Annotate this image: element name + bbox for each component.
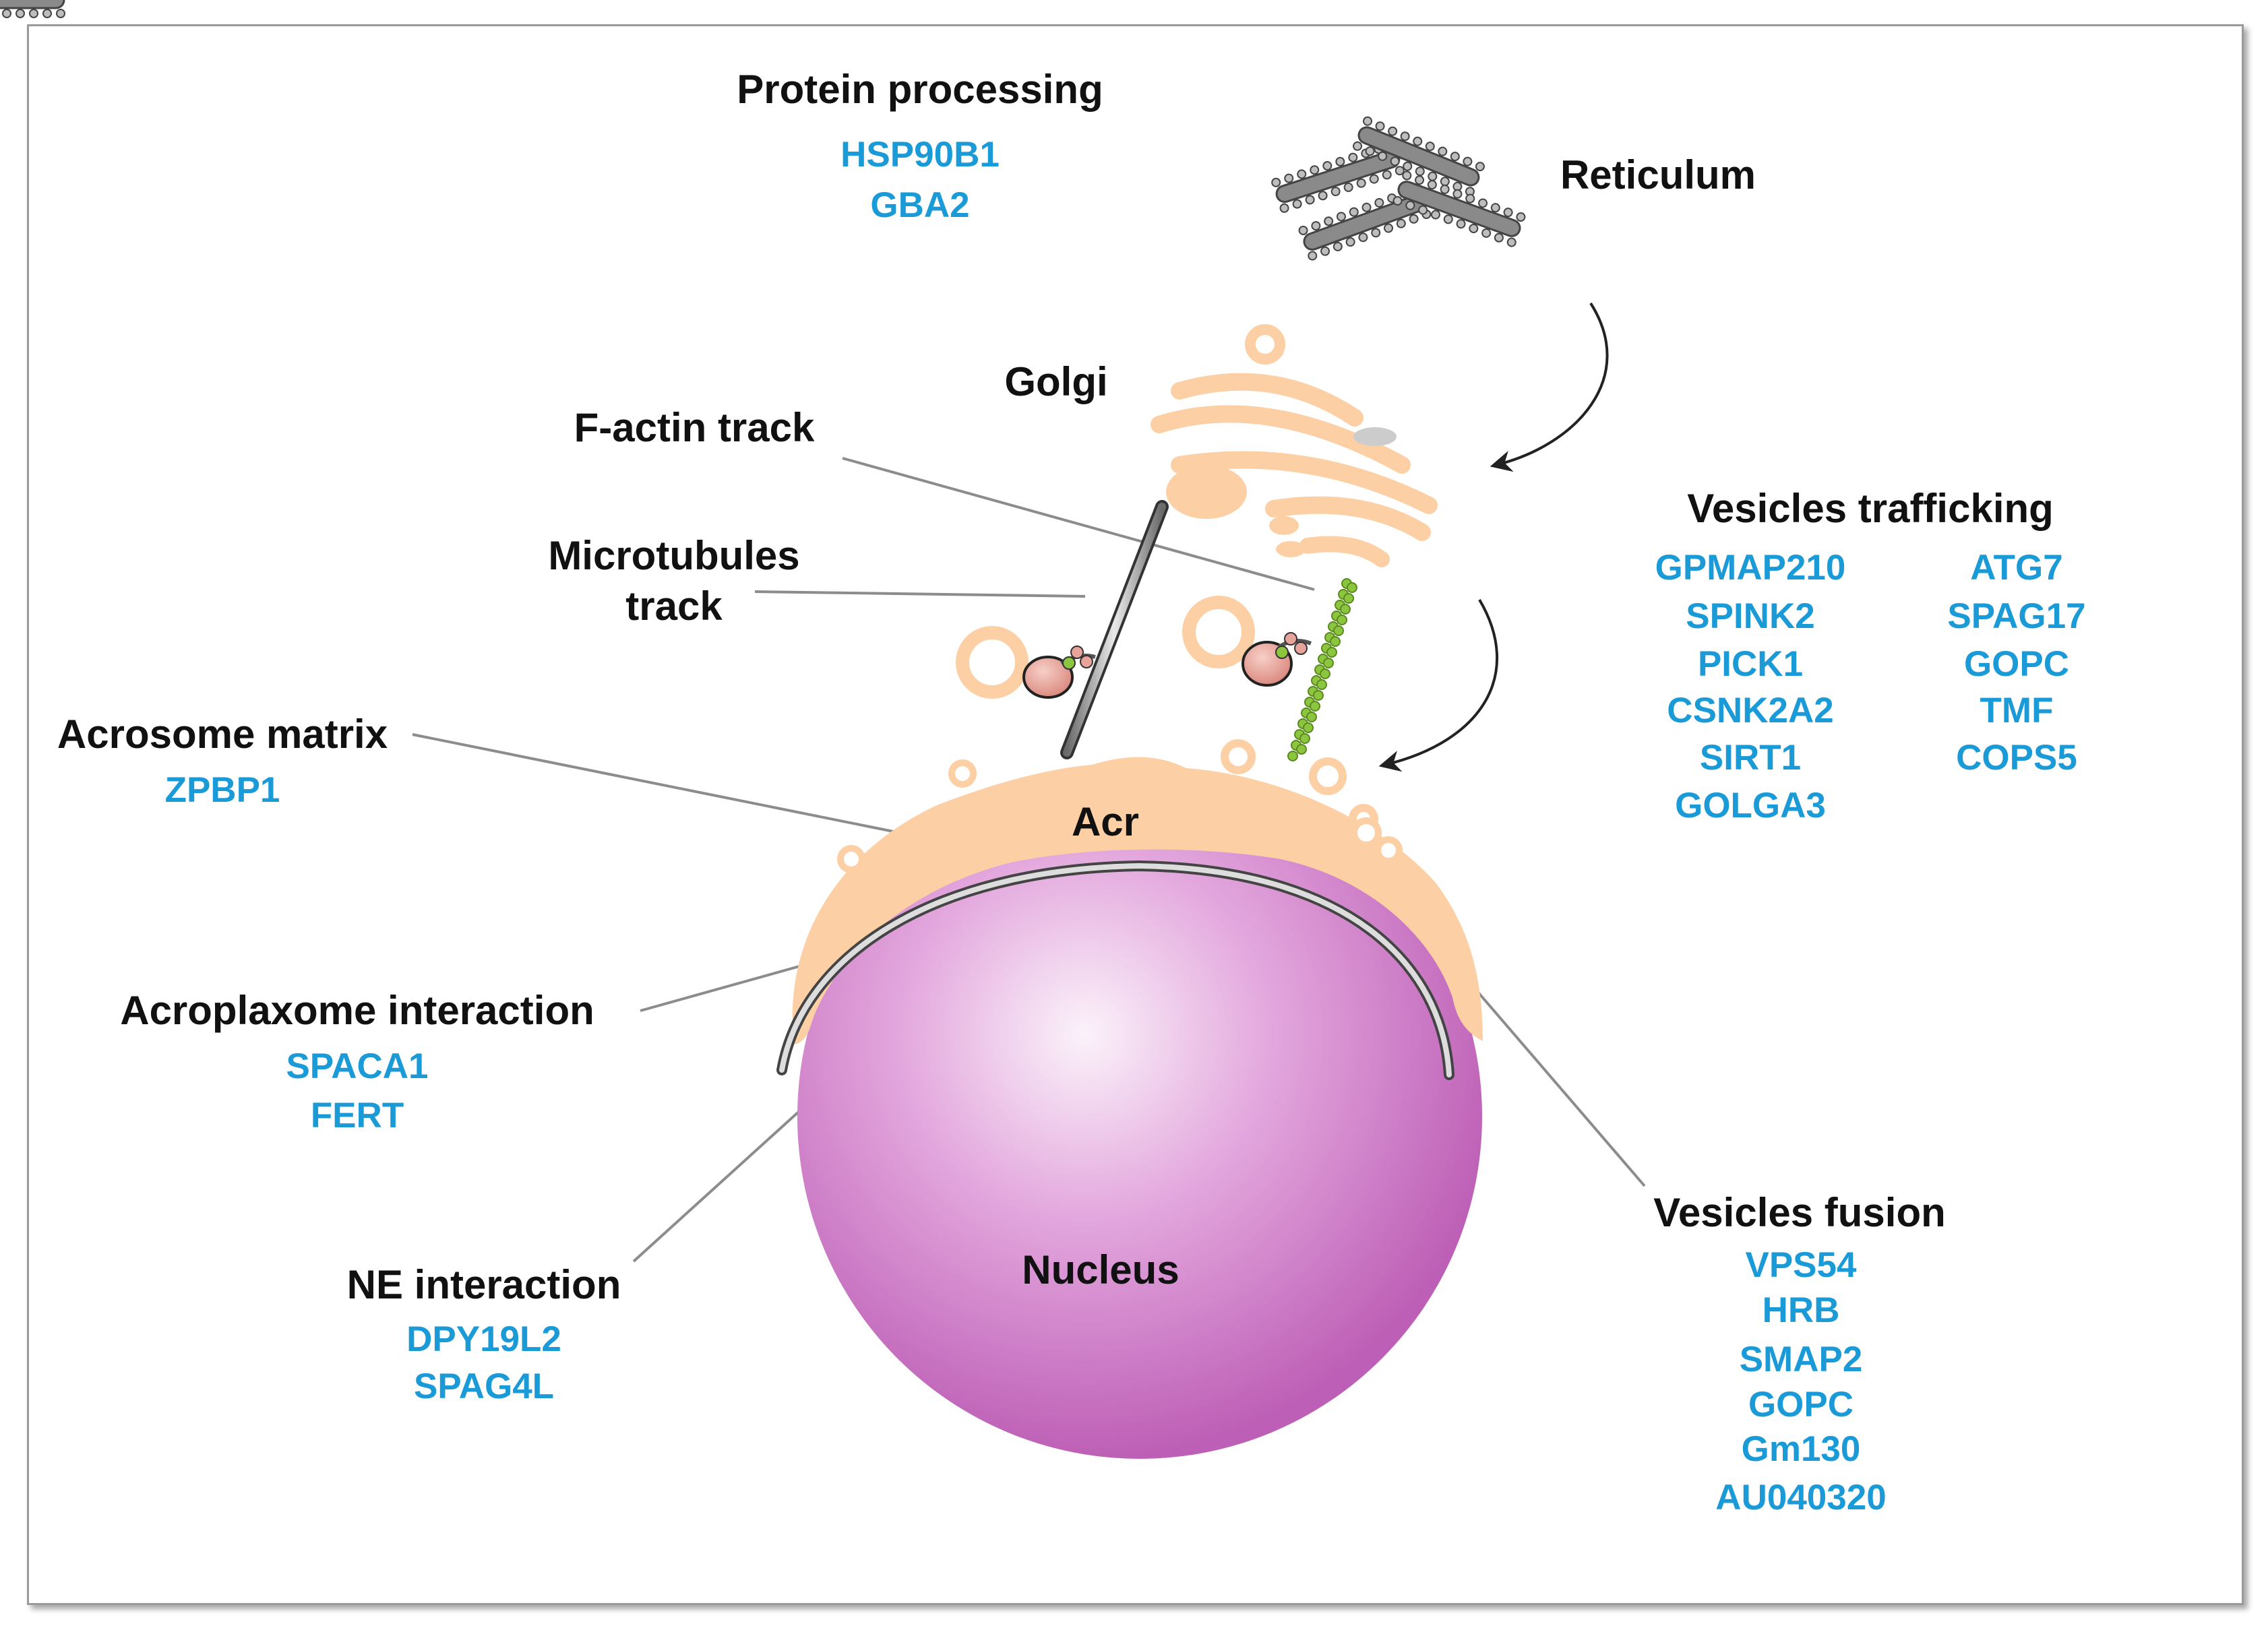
vesicles-trafficking-genes-col1: GPMAP210 SPINK2 PICK1 CSNK2A2 SIRT1 GOLG… <box>1655 548 1846 825</box>
gene-hsp90b1: HSP90B1 <box>840 135 1000 175</box>
gene-gba2: GBA2 <box>870 185 969 225</box>
gene-gopc: GOPC <box>1964 644 2069 684</box>
vesicles-fusion-leader <box>1458 969 1646 1187</box>
gene-atg7: ATG7 <box>1970 548 2062 588</box>
arrow-golgi-to-acrosome <box>1378 598 1498 772</box>
gene-cops5: COPS5 <box>1956 738 2077 778</box>
label-f-actin-track: F-actin track <box>574 405 815 450</box>
vesicles-trafficking-genes-col2: ATG7 SPAG17 GOPC TMF COPS5 <box>1947 548 2085 778</box>
label-reticulum: Reticulum <box>1560 152 1756 197</box>
labels: Protein processing HSP90B1 GBA2 Reticulu… <box>57 67 2086 1517</box>
label-vesicles-fusion: Vesicles fusion <box>1653 1190 1946 1235</box>
label-nucleus: Nucleus <box>1022 1247 1179 1292</box>
gene-spink2: SPINK2 <box>1686 596 1814 636</box>
label-microtubules: Microtubules <box>548 533 799 578</box>
gene-zpbp1: ZPBP1 <box>165 770 280 810</box>
label-acroplaxome-interaction: Acroplaxome interaction <box>120 988 594 1033</box>
gene-gopc-fusion: GOPC <box>1748 1385 1853 1424</box>
gene-hrb: HRB <box>1763 1290 1840 1330</box>
vesicle-with-motor-microtubule <box>956 626 1096 699</box>
label-acrosome-matrix: Acrosome matrix <box>57 712 388 757</box>
gene-gm130: Gm130 <box>1742 1429 1861 1469</box>
reticulum-segment <box>0 0 65 18</box>
gene-spag17: SPAG17 <box>1947 596 2085 636</box>
gene-smap2: SMAP2 <box>1740 1340 1863 1379</box>
arrow-reticulum-to-golgi <box>1490 302 1609 472</box>
gene-fert: FERT <box>311 1096 404 1135</box>
label-ne-interaction: NE interaction <box>347 1262 621 1307</box>
label-track: track <box>625 584 723 629</box>
gene-csnk2a2: CSNK2A2 <box>1667 691 1833 730</box>
microtubules-leader <box>754 590 1086 598</box>
golgi-illustration <box>1151 324 1438 567</box>
gene-gpmap210: GPMAP210 <box>1655 548 1846 588</box>
gene-spag4l: SPAG4L <box>414 1367 554 1406</box>
microtubule <box>1060 500 1169 759</box>
gene-au040320: AU040320 <box>1715 1478 1886 1517</box>
gene-pick1: PICK1 <box>1698 644 1803 684</box>
f-actin-filament <box>1287 578 1357 761</box>
gene-tmf: TMF <box>1980 691 2054 730</box>
vesicles-fusion-genes: VPS54 HRB SMAP2 GOPC Gm130 AU040320 <box>1715 1245 1886 1517</box>
gene-dpy19l2: DPY19L2 <box>406 1319 561 1359</box>
nucleus <box>797 774 1482 1459</box>
label-protein-processing: Protein processing <box>737 67 1103 112</box>
gene-sirt1: SIRT1 <box>1700 738 1801 778</box>
f-actin-leader <box>842 457 1315 591</box>
reticulum-illustration <box>0 0 1527 262</box>
vesicle-with-motor-actin <box>1182 596 1312 687</box>
acrosome-matrix-leader <box>412 733 931 840</box>
label-acr: Acr <box>1072 799 1139 844</box>
acrosome <box>776 757 1483 1080</box>
label-golgi: Golgi <box>1004 359 1107 404</box>
label-vesicles-trafficking: Vesicles trafficking <box>1687 486 2054 531</box>
gene-spaca1: SPACA1 <box>286 1046 428 1086</box>
gene-golga3: GOLGA3 <box>1675 786 1826 825</box>
gene-vps54: VPS54 <box>1745 1245 1857 1285</box>
